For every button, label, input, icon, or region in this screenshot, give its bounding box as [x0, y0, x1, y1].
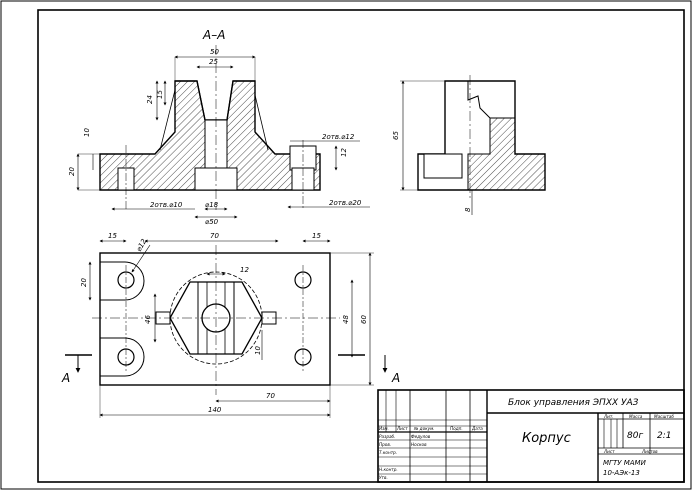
- row-role-4: Утв.: [379, 475, 388, 480]
- rev-list: Лист: [396, 426, 408, 431]
- organization: МГТУ МАМИ: [603, 459, 647, 467]
- rev-doc: № докум.: [413, 426, 435, 431]
- col-lit: Лит.: [603, 414, 614, 419]
- plan-dim-12: 12: [240, 266, 249, 274]
- col-scale: Масштаб: [654, 414, 674, 419]
- plan-dim-15-right: 15: [312, 232, 321, 240]
- title-block: Изм. Лист № докум. Подп. Дата Разраб. Фе…: [377, 389, 685, 483]
- scale-value: 2:1: [657, 431, 671, 441]
- plan-dim-70-bottom: 70: [266, 392, 275, 400]
- dim-dia-18: ⌀18: [205, 201, 219, 209]
- dim-holes-10: 2отв.⌀10: [150, 201, 183, 209]
- drawing-title: Блок управления ЭПХХ УАЗ: [508, 398, 639, 408]
- group: 10-АЭк-13: [603, 469, 640, 477]
- plan-hole-tl: [117, 271, 135, 289]
- cut-mark-left: A: [61, 371, 70, 385]
- row-role-1: Пров.: [379, 442, 391, 447]
- mass-value: 80г: [627, 431, 643, 441]
- plan-dim-46: 46: [144, 315, 152, 324]
- rev-sign: Подп.: [450, 426, 463, 431]
- side-slot: [423, 153, 463, 179]
- plan-dim-60: 60: [360, 315, 368, 324]
- sheets-label: Листов: [641, 449, 658, 454]
- cut-mark-right: A: [391, 371, 400, 385]
- plan-dim-70-top: 70: [210, 232, 219, 240]
- plan-dim-48: 48: [342, 315, 350, 324]
- rev-izm: Изм.: [379, 426, 389, 431]
- plan-dim-10: 10: [254, 346, 262, 355]
- plan-view: A A 15 70 15 ⌀12 20 12 46 48 60 10 70 14…: [61, 232, 400, 418]
- rev-date: Дата: [471, 426, 483, 431]
- dim-15: 15: [156, 90, 164, 99]
- row-name-1: Носков: [411, 442, 427, 447]
- side-view: 65 8: [392, 75, 546, 215]
- col-mass: Масса: [629, 414, 643, 419]
- dim-side-8: 8: [464, 207, 472, 212]
- dim-holes-12: 2отв.⌀12: [322, 133, 355, 141]
- dim-top-25: 25: [209, 58, 218, 66]
- row-role-3: Н.контр.: [379, 467, 398, 472]
- part-name: Корпус: [522, 431, 571, 446]
- plan-outline: [99, 252, 331, 386]
- plan-dim-20: 20: [80, 278, 88, 287]
- dim-top-50: 50: [210, 48, 219, 56]
- dim-holes-20: 2отв.⌀20: [329, 199, 362, 207]
- section-label: A–A: [202, 28, 225, 42]
- row-role-0: Разраб.: [379, 434, 395, 439]
- plan-hole-tr: [294, 271, 312, 289]
- dim-side-65: 65: [392, 131, 400, 140]
- sheet-label: Лист: [603, 449, 615, 454]
- row-role-2: Т.контр.: [379, 450, 397, 455]
- dim-12-right: 12: [340, 148, 348, 157]
- dim-10: 10: [83, 128, 91, 137]
- dim-dia-50: ⌀50: [205, 218, 219, 226]
- drawing-frame: [37, 9, 685, 483]
- section-view: A–A 50 25 24 15 10 20: [68, 28, 370, 226]
- plan-dim-15-left: 15: [108, 232, 117, 240]
- plan-dim-140: 140: [208, 406, 222, 414]
- dim-24: 24: [146, 95, 154, 104]
- dim-20: 20: [68, 167, 76, 176]
- row-name-0: Федулов: [411, 434, 431, 439]
- side-hatch-right: [467, 117, 546, 191]
